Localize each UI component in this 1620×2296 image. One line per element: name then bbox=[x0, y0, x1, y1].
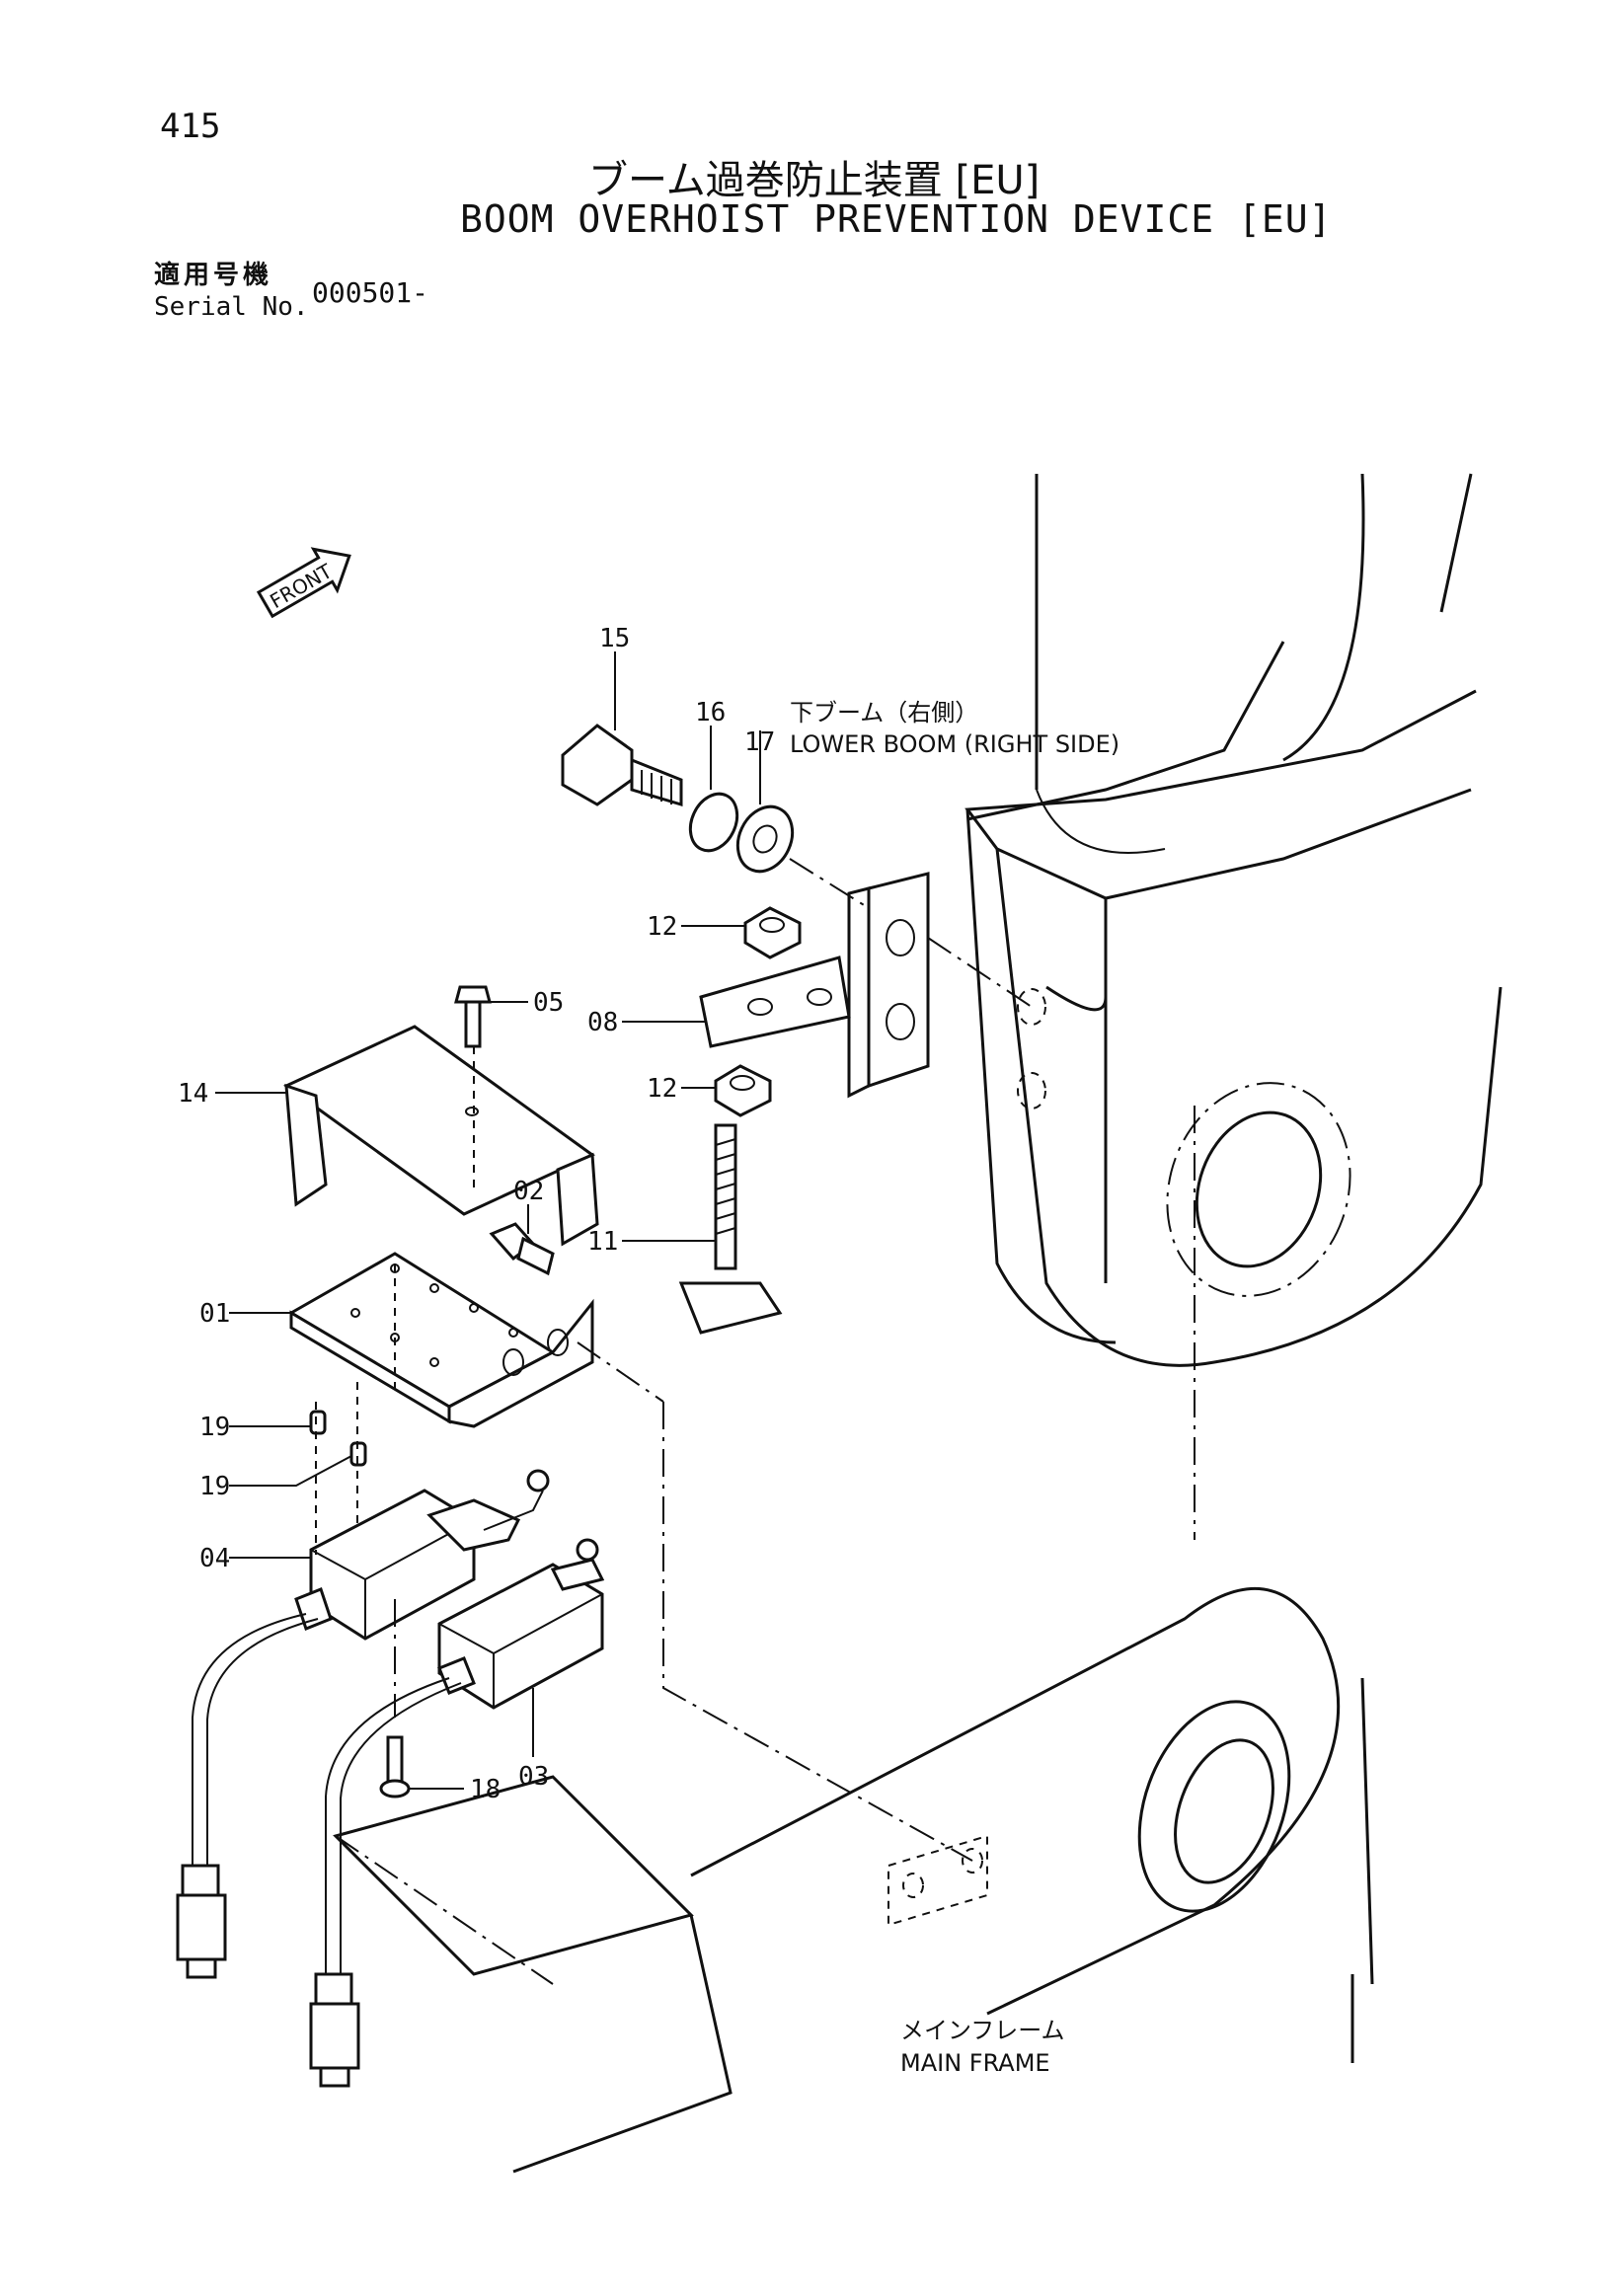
main-frame-label-jp: メインフレーム bbox=[900, 2017, 1065, 2044]
serial-label-japanese: 適用号機 bbox=[154, 261, 273, 290]
callout-15: 15 bbox=[599, 624, 630, 653]
main-frame bbox=[333, 1586, 1374, 2174]
callout-02: 02 bbox=[513, 1177, 544, 1206]
limit-switch-04 bbox=[192, 1469, 550, 1866]
washer-17 bbox=[735, 804, 795, 874]
callout-14: 14 bbox=[178, 1079, 208, 1109]
nut-12-lower bbox=[714, 1064, 772, 1117]
bracket-08 bbox=[699, 872, 930, 1099]
callout-03: 03 bbox=[518, 1762, 549, 1792]
callout-12-lower: 12 bbox=[647, 1074, 677, 1104]
serial-number-value: 000501- bbox=[312, 276, 429, 309]
title-japanese: ブーム過巻防止装置 [EU] bbox=[588, 158, 1041, 203]
lower-boom-label-jp: 下ブーム（右側） bbox=[790, 699, 978, 727]
serial-label-english: Serial No. bbox=[154, 292, 309, 322]
bolt-18 bbox=[379, 1735, 411, 1799]
callout-08: 08 bbox=[587, 1008, 618, 1037]
callout-12-upper: 12 bbox=[647, 912, 677, 942]
lower-boom bbox=[964, 473, 1503, 1540]
bolt-11 bbox=[678, 1123, 783, 1335]
nut-12-upper bbox=[743, 906, 802, 959]
lower-boom-label-en: LOWER BOOM (RIGHT SIDE) bbox=[790, 730, 1119, 758]
bolt-15 bbox=[561, 724, 683, 807]
callout-19-lower: 19 bbox=[199, 1472, 230, 1501]
callout-leaders bbox=[215, 651, 761, 1790]
title-english: BOOM OVERHOIST PREVENTION DEVICE [EU] bbox=[460, 197, 1333, 241]
front-arrow-icon: FRONT bbox=[256, 547, 351, 619]
bolt-02 bbox=[489, 1222, 555, 1276]
page-number: 415 bbox=[160, 107, 221, 146]
circlip-16 bbox=[688, 792, 739, 853]
connector-03 bbox=[309, 1972, 360, 2088]
connector-04 bbox=[176, 1864, 227, 1979]
callout-11: 11 bbox=[587, 1227, 618, 1257]
bracket-01 bbox=[288, 1252, 594, 1428]
callout-05: 05 bbox=[533, 988, 564, 1018]
callout-19-upper: 19 bbox=[199, 1413, 230, 1442]
limit-switch-03 bbox=[325, 1538, 605, 1974]
bolt-05 bbox=[454, 985, 492, 1048]
callout-01: 01 bbox=[199, 1299, 230, 1329]
callout-18: 18 bbox=[470, 1775, 501, 1804]
main-frame-label-en: MAIN FRAME bbox=[900, 2049, 1050, 2077]
cover-14 bbox=[283, 1025, 599, 1247]
callout-17: 17 bbox=[744, 727, 775, 757]
callout-16: 16 bbox=[695, 698, 726, 727]
pin-19-upper bbox=[309, 1410, 327, 1435]
callout-04: 04 bbox=[199, 1544, 230, 1573]
